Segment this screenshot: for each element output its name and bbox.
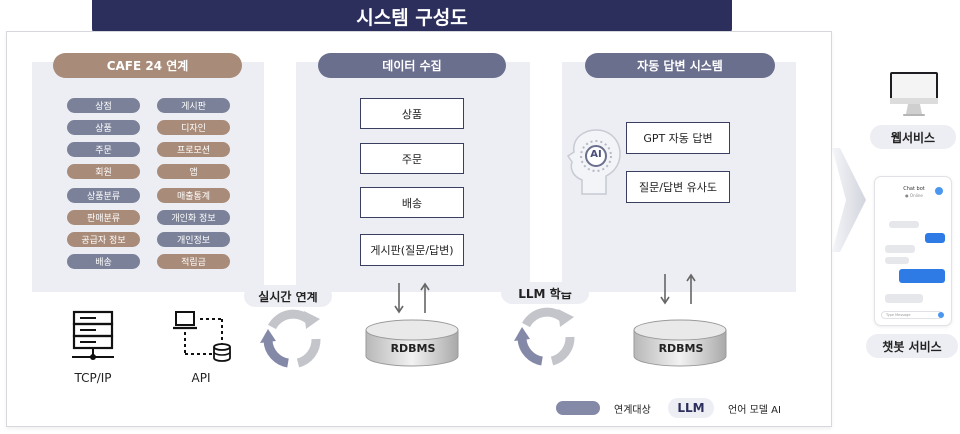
- realtime-cycle-icon: [260, 309, 321, 368]
- chat-title: Chat bot: [903, 186, 925, 192]
- chatbot-service-label: 챗봇 서비스: [866, 334, 958, 358]
- collect-item-product: 상품: [360, 98, 464, 129]
- auto-answer-header: 자동 답변 시스템: [585, 53, 775, 78]
- chat-bot-message: [885, 257, 909, 264]
- chat-bot-message: [885, 294, 923, 303]
- tag-board: 게시판: [157, 98, 230, 113]
- chatbot-phone: Chat bot ● Online Type Message: [874, 176, 952, 326]
- legend-llm-key: LLM: [668, 398, 714, 418]
- up-down-arrows-icon: [660, 273, 696, 305]
- chat-bot-avatar: [935, 187, 943, 195]
- tag-sales-category: 판매분류: [67, 210, 140, 225]
- chat-bot-message: [885, 245, 915, 253]
- diagram-title: 시스템 구성도: [92, 0, 732, 33]
- tag-app: 앱: [157, 164, 230, 179]
- tag-points: 적립금: [157, 254, 230, 269]
- auto-item-qa-similarity: 질문/답변 유사도: [626, 171, 730, 203]
- api-label: API: [191, 371, 211, 385]
- api-icon: [173, 311, 231, 362]
- legend-link-label: 연계대상: [614, 405, 651, 416]
- chat-bot-message: [889, 221, 919, 228]
- chat-send-icon[interactable]: [938, 312, 944, 318]
- llm-cycle-icon: [514, 307, 575, 366]
- rdbms-cylinder-icon: [365, 319, 459, 367]
- rdbms-label-collect: RDBMS: [390, 342, 436, 355]
- tag-design: 디자인: [157, 120, 230, 135]
- flow-chevron-icon: [832, 148, 866, 252]
- legend-llm-desc: 언어 모델 AI: [728, 405, 781, 416]
- legend-link-swatch: [556, 401, 600, 415]
- tag-personal-info: 개인정보: [157, 232, 230, 247]
- up-down-arrows-icon: [394, 282, 430, 314]
- rdbms-cylinder-icon: [633, 319, 727, 367]
- tag-shipping: 배송: [67, 254, 140, 269]
- collect-item-order: 주문: [360, 143, 464, 174]
- web-service-label: 웹서비스: [870, 125, 956, 149]
- tag-order: 주문: [67, 142, 140, 157]
- tag-member: 회원: [67, 164, 140, 179]
- cafe24-header: CAFE 24 연계: [53, 53, 242, 78]
- chat-status: ● Online: [905, 193, 923, 198]
- ai-head-icon: [566, 129, 621, 195]
- monitor-icon: [890, 72, 938, 116]
- tag-product-category: 상품분류: [67, 188, 140, 203]
- tag-personalization: 개인화 정보: [157, 210, 230, 225]
- rdbms-label-auto: RDBMS: [658, 342, 704, 355]
- collect-item-board-qa: 게시판(질문/답변): [360, 234, 464, 266]
- tag-store: 상점: [67, 98, 140, 113]
- chat-input[interactable]: Type Message: [881, 311, 943, 319]
- collect-item-shipping: 배송: [360, 187, 464, 218]
- tag-promotion: 프로모션: [157, 142, 230, 157]
- tag-supplier-info: 공급자 정보: [67, 232, 140, 247]
- tcp-ip-label: TCP/IP: [74, 371, 112, 385]
- tag-sales-stats: 매출통계: [157, 188, 230, 203]
- auto-item-gpt-answer: GPT 자동 답변: [626, 122, 730, 154]
- server-icon: [72, 310, 114, 360]
- chat-user-message: [899, 269, 945, 283]
- ai-label: AI: [590, 149, 602, 160]
- tag-product: 상품: [67, 120, 140, 135]
- chat-user-message: [925, 233, 945, 243]
- data-collection-header: 데이터 수집: [318, 53, 506, 78]
